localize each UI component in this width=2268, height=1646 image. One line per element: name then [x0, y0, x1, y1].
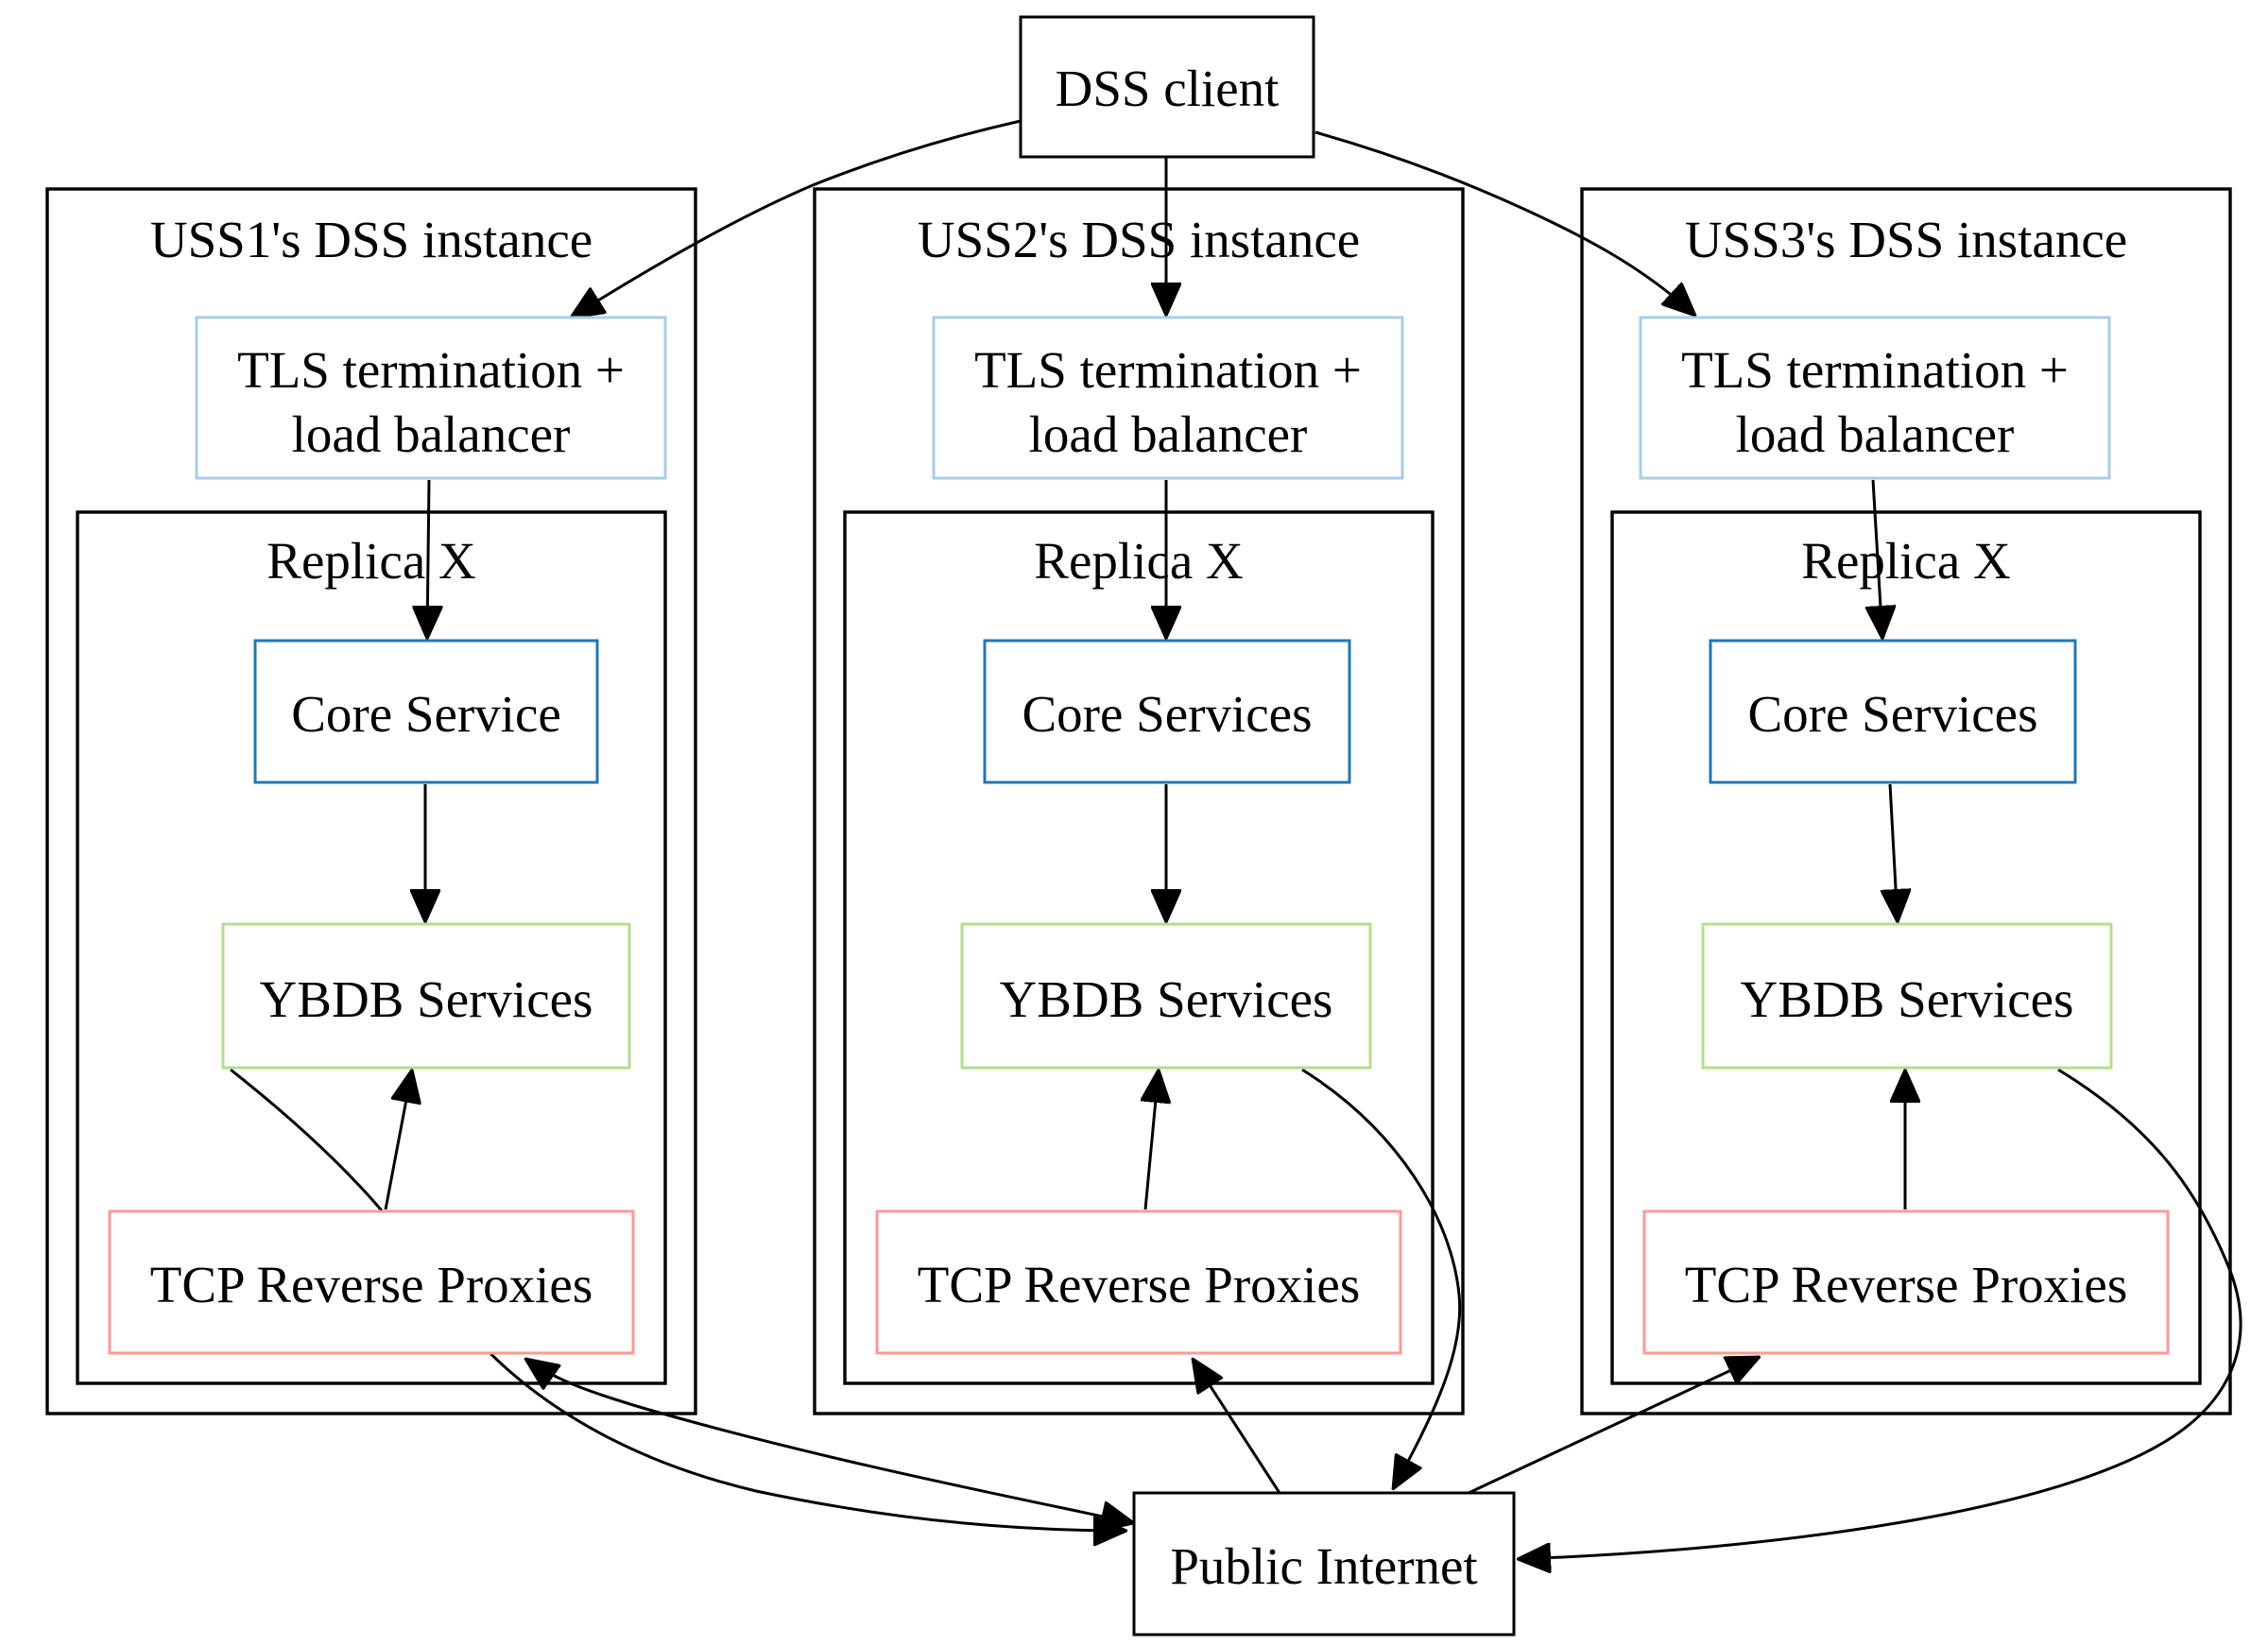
public-internet-node: Public Internet: [1132, 1491, 1516, 1637]
uss2-tls-label-line1: TLS termination +: [974, 341, 1362, 399]
edge-uss3-ybdb-to-internet: [1518, 1068, 2242, 1559]
uss2-proxy-box: [875, 1209, 1402, 1355]
uss3-replica-title: Replica X: [1801, 532, 2010, 590]
uss2-ybdb-box: [960, 922, 1372, 1070]
edge-internet-to-uss2-proxy: [1193, 1359, 1281, 1494]
uss1-replica-title: Replica X: [266, 532, 475, 590]
uss1-ybdb-box: [221, 922, 631, 1070]
uss2-core-box: [983, 639, 1351, 784]
uss2-instance-title: USS2's DSS instance: [918, 211, 1360, 268]
uss3-proxy-label: TCP Reverse Proxies: [1685, 1256, 2127, 1313]
uss3-tls-box: [1639, 316, 2111, 480]
uss3-core-box: [1709, 639, 2077, 784]
edges: [230, 119, 2242, 1559]
uss1-tls-label-line1: TLS termination +: [237, 341, 625, 399]
uss1-ybdb-label: YBDB Services: [260, 970, 593, 1028]
uss2-proxy-node: TCP Reverse Proxies: [875, 1209, 1402, 1355]
uss2-ybdb-node: YBDB Services: [960, 922, 1372, 1070]
uss1-ybdb-node: YBDB Services: [221, 922, 631, 1070]
uss3-core-label: Core Services: [1748, 685, 2038, 743]
uss3-ybdb-node: YBDB Services: [1701, 922, 2113, 1070]
uss2-replica-title: Replica X: [1034, 532, 1243, 590]
uss1-proxy-node: TCP Reverse Proxies: [108, 1209, 635, 1355]
uss3-tls-label-line2: load balancer: [1736, 405, 2015, 463]
uss1-instance-cluster: USS1's DSS instance Replica X: [45, 187, 697, 1415]
edge-internet-to-uss1-proxy: [525, 1359, 1134, 1523]
edge-uss1-tls-to-core: [427, 479, 429, 639]
uss3-tls-label-line1: TLS termination +: [1681, 341, 2069, 399]
public-internet-box: [1132, 1491, 1516, 1637]
uss3-proxy-node: TCP Reverse Proxies: [1642, 1209, 2170, 1355]
public-internet-label: Public Internet: [1170, 1537, 1477, 1595]
uss3-instance-border: [1580, 187, 2232, 1415]
uss3-instance-title: USS3's DSS instance: [1685, 211, 2127, 268]
uss2-core-node: Core Services: [983, 639, 1351, 784]
uss2-tls-label-line2: load balancer: [1029, 405, 1308, 463]
edge-uss1-proxy-to-ybdb: [384, 1070, 412, 1210]
edge-client-to-uss1-tls: [571, 119, 1022, 317]
uss2-replica-border: [843, 510, 1435, 1385]
uss1-instance-title: USS1's DSS instance: [150, 211, 593, 268]
uss1-replica-border: [76, 510, 667, 1385]
uss3-tls-node: TLS termination + load balancer: [1639, 316, 2111, 480]
uss3-core-node: Core Services: [1709, 639, 2077, 784]
uss3-instance-cluster: USS3's DSS instance Replica X: [1580, 187, 2232, 1415]
edge-internet-to-uss3-proxy: [1468, 1357, 1760, 1495]
uss1-core-node: Core Service: [253, 639, 599, 784]
uss1-tls-node: TLS termination + load balancer: [195, 316, 667, 480]
uss3-ybdb-box: [1701, 922, 2113, 1070]
uss2-tls-box: [932, 316, 1404, 480]
uss3-ybdb-label: YBDB Services: [1741, 970, 2074, 1028]
uss2-ybdb-label: YBDB Services: [1000, 970, 1333, 1028]
uss1-core-label: Core Service: [291, 685, 561, 743]
uss1-proxy-box: [108, 1209, 635, 1355]
uss1-proxy-label: TCP Reverse Proxies: [150, 1256, 593, 1313]
uss3-proxy-box: [1642, 1209, 2170, 1355]
edge-uss3-tls-to-core: [1873, 479, 1882, 639]
uss2-core-label: Core Services: [1022, 685, 1313, 743]
edge-client-to-uss3-tls: [1314, 130, 1695, 316]
uss3-replica-border: [1610, 510, 2202, 1385]
uss2-tls-node: TLS termination + load balancer: [932, 316, 1404, 480]
uss1-tls-label-line2: load balancer: [292, 405, 571, 463]
uss1-core-box: [253, 639, 599, 784]
dss-client-box: [1019, 15, 1315, 159]
dss-client-label: DSS client: [1056, 60, 1280, 117]
dss-client-node: DSS client: [1019, 15, 1315, 159]
uss1-tls-box: [195, 316, 667, 480]
uss2-instance-cluster: USS2's DSS instance Replica X: [813, 187, 1465, 1415]
uss2-instance-border: [813, 187, 1465, 1415]
edge-uss3-core-to-ybdb: [1890, 783, 1898, 922]
uss1-instance-border: [45, 187, 697, 1415]
edge-uss2-proxy-to-ybdb: [1145, 1070, 1159, 1210]
uss2-proxy-label: TCP Reverse Proxies: [918, 1256, 1360, 1313]
edge-uss2-ybdb-to-internet: [1301, 1068, 1462, 1489]
